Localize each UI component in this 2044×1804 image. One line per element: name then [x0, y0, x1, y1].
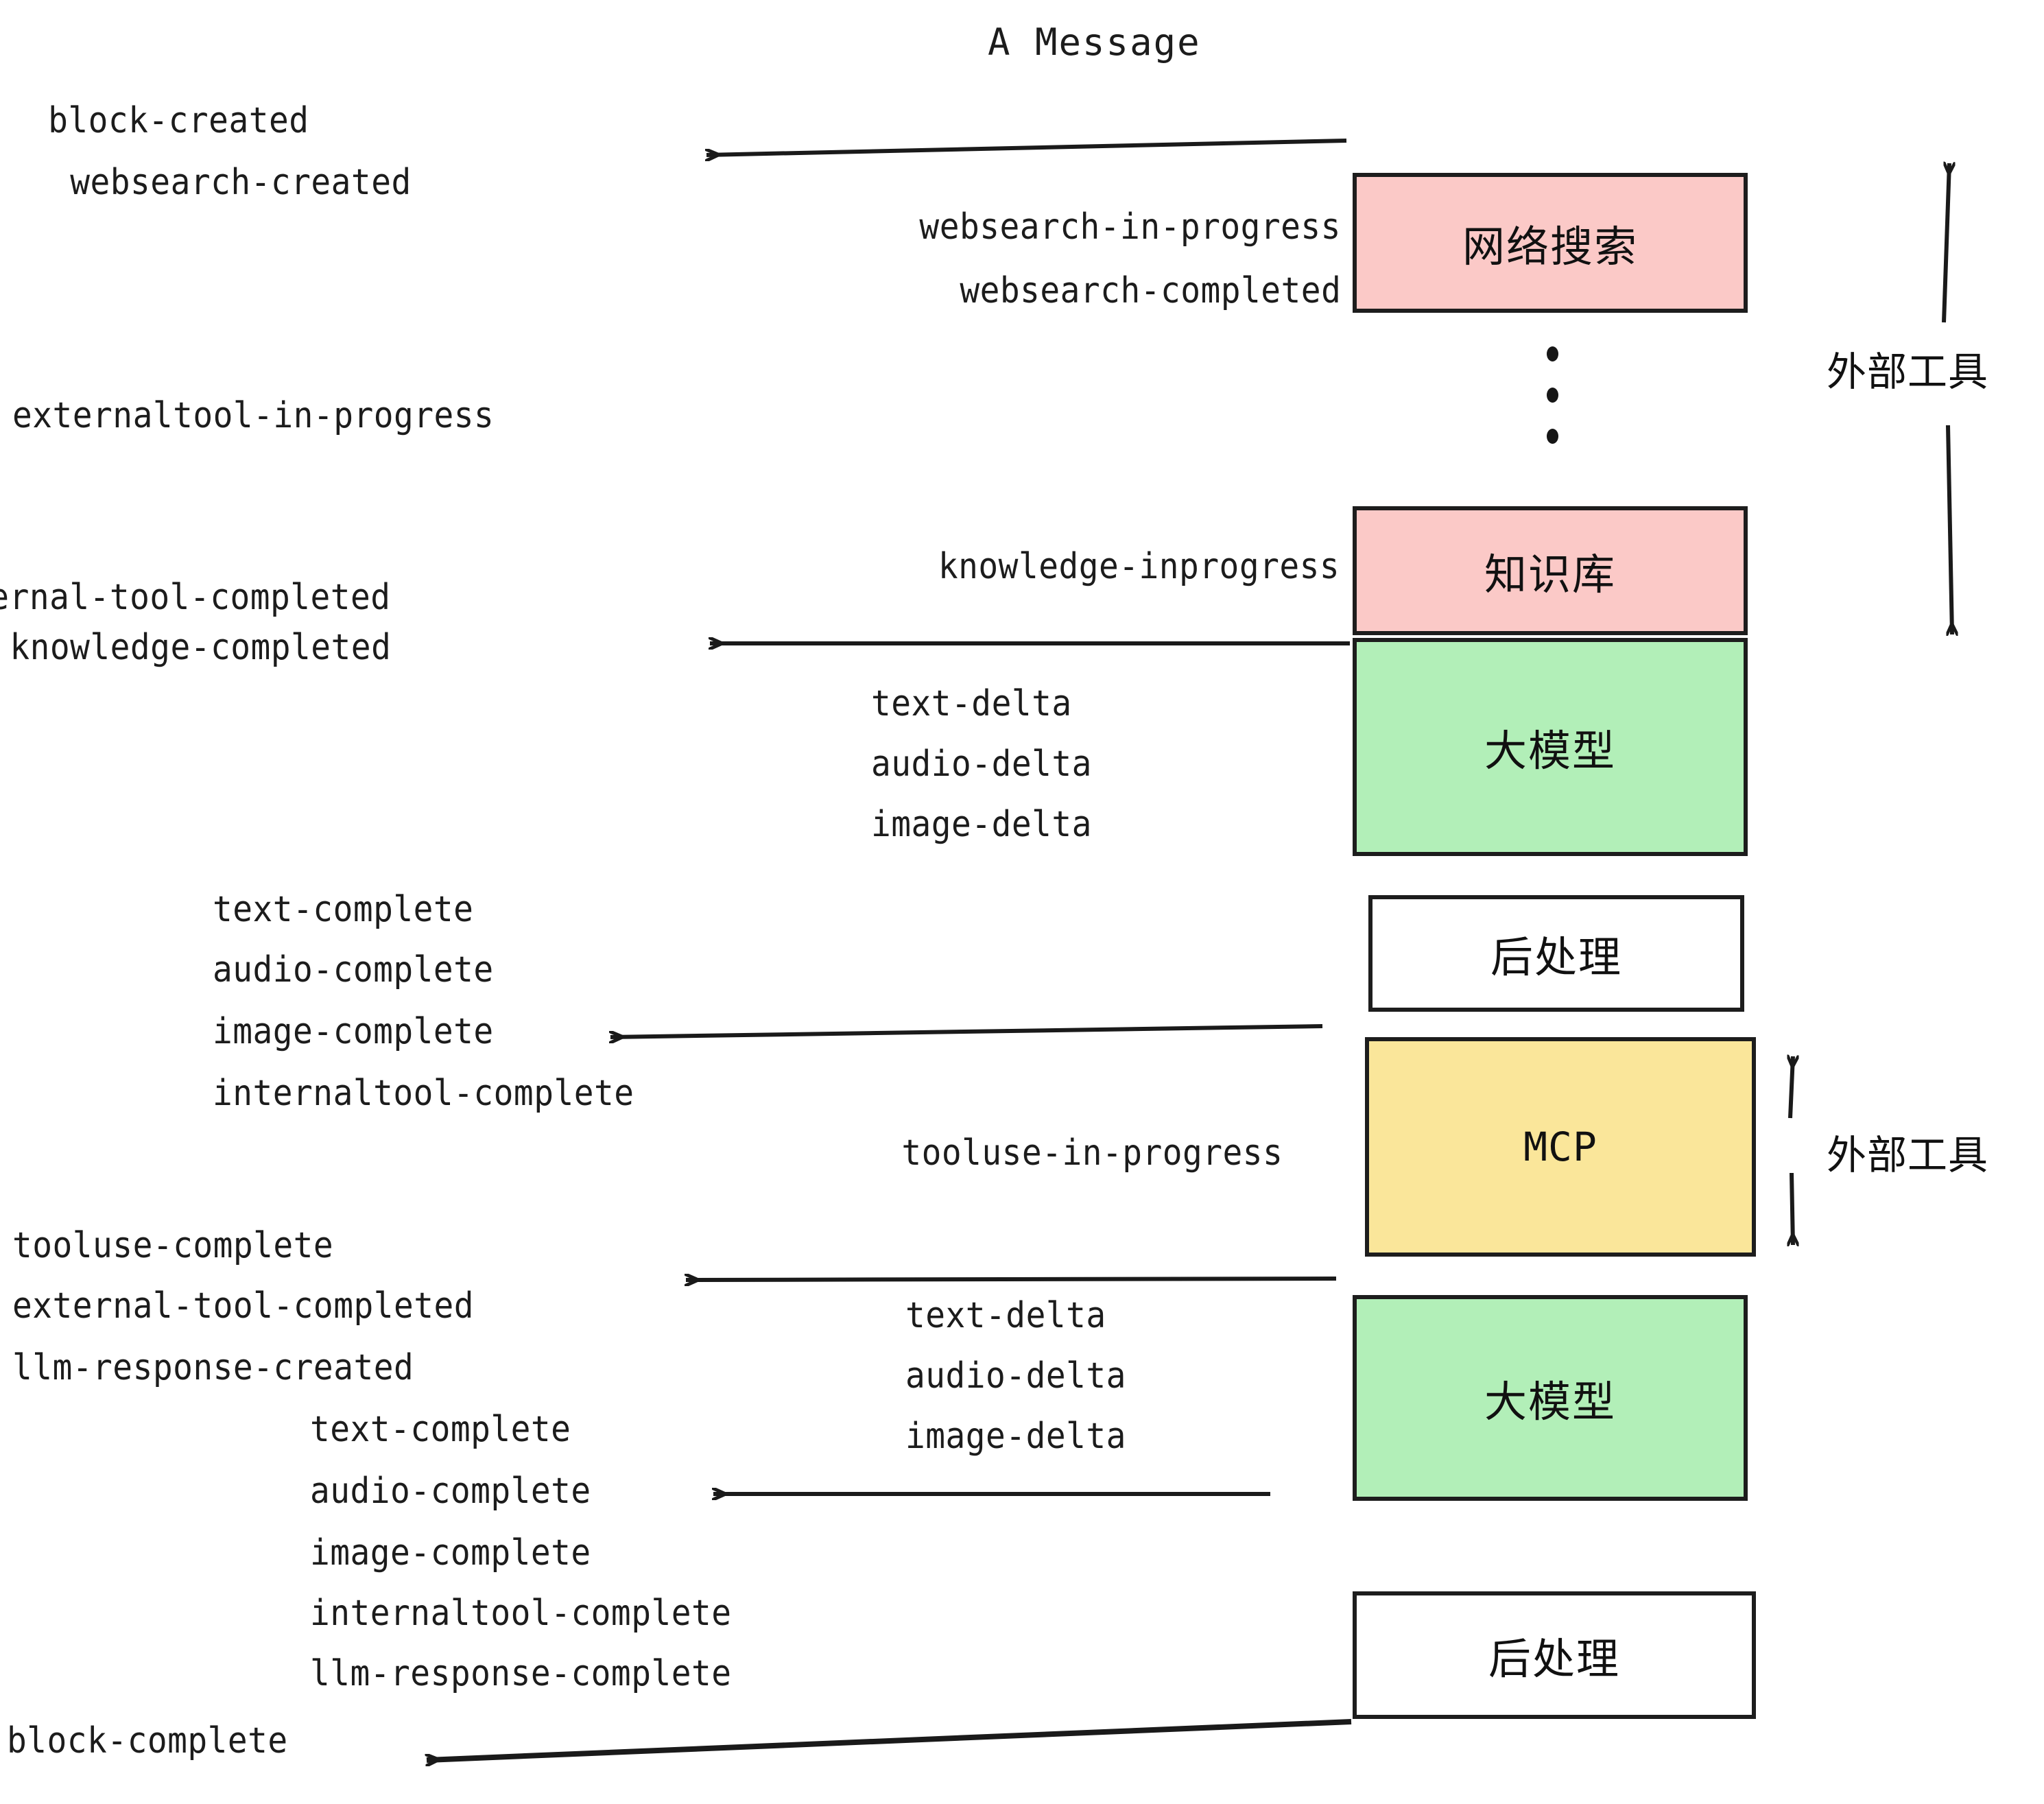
- event-websearch-completed: websearch-completed: [960, 270, 1341, 311]
- node-mcp-label: MCP: [1523, 1124, 1597, 1170]
- node-websearch[interactable]: 网络搜索: [1353, 173, 1748, 313]
- event-llm-response-complete: llm-response-complete: [310, 1653, 732, 1694]
- event-websearch-in-progress: websearch-in-progress: [919, 206, 1341, 248]
- arrow-external-tools-up-top: [1942, 163, 1949, 323]
- event-block-complete: block-complete: [7, 1720, 288, 1761]
- event-text-delta-2: text-delta: [905, 1295, 1106, 1336]
- page-title: A Message: [988, 21, 1201, 64]
- node-llm-2-label: 大模型: [1484, 1377, 1616, 1427]
- event-audio-complete-1: audio-complete: [213, 949, 494, 990]
- arrow-external-tools-up-bottom: [1790, 1056, 1793, 1119]
- event-internaltool-complete-1: internaltool-complete: [213, 1073, 634, 1114]
- arrow-external-tools-down-top: [1946, 425, 1952, 634]
- event-audio-complete-2: audio-complete: [310, 1471, 591, 1512]
- ellipsis-dot: [1547, 429, 1558, 444]
- event-knowledge-completed: knowledge-completed: [10, 627, 391, 668]
- node-postprocess-1[interactable]: 后处理: [1368, 895, 1744, 1012]
- event-image-delta-1: image-delta: [871, 804, 1092, 845]
- node-llm-1[interactable]: 大模型: [1353, 638, 1748, 856]
- node-llm-2[interactable]: 大模型: [1353, 1295, 1748, 1501]
- event-websearch-created: websearch-created: [70, 162, 412, 203]
- event-audio-delta-1: audio-delta: [871, 744, 1092, 785]
- arrow-external-tools-down-bottom: [1792, 1172, 1793, 1245]
- arrow-postprocess2-to-block-complete: [427, 1719, 1352, 1760]
- event-text-complete-2: text-complete: [310, 1409, 571, 1450]
- event-tooluse-complete: tooluse-complete: [12, 1225, 334, 1266]
- event-text-complete-1: text-complete: [213, 889, 474, 930]
- arrow-websearch-to-block-created: [706, 139, 1347, 155]
- ellipsis-dot: [1547, 388, 1558, 403]
- event-knowledge-inprogress: knowledge-inprogress: [938, 546, 1340, 587]
- event-audio-delta-2: audio-delta: [905, 1355, 1126, 1397]
- event-block-created: block-created: [47, 100, 309, 141]
- event-image-complete-2: image-complete: [310, 1532, 591, 1574]
- vertical-ellipsis: [1547, 346, 1558, 444]
- event-external-tool-completed-2: external-tool-completed: [12, 1285, 475, 1327]
- arrow-mcp-to-image-complete: [610, 1024, 1323, 1037]
- event-text-delta-1: text-delta: [871, 683, 1072, 724]
- event-internaltool-complete-2: internaltool-complete: [310, 1593, 732, 1634]
- ellipsis-dot: [1547, 346, 1558, 361]
- node-knowledge[interactable]: 知识库: [1353, 506, 1748, 635]
- event-image-complete-1: image-complete: [213, 1011, 494, 1052]
- node-postprocess-1-label: 后处理: [1490, 932, 1622, 982]
- side-label-external-tools-top: 外部工具: [1827, 348, 1989, 395]
- event-image-delta-2: image-delta: [905, 1416, 1126, 1457]
- node-postprocess-2[interactable]: 后处理: [1353, 1591, 1756, 1719]
- event-external-tool-completed-1: external-tool-completed: [0, 577, 391, 618]
- node-postprocess-2-label: 后处理: [1488, 1634, 1620, 1684]
- node-llm-1-label: 大模型: [1484, 726, 1616, 776]
- event-llm-response-created: llm-response-created: [12, 1347, 414, 1388]
- event-externaltool-in-progress: externaltool-in-progress: [12, 395, 495, 436]
- arrow-to-tooluse-complete: [686, 1279, 1337, 1280]
- side-label-external-tools-bottom: 外部工具: [1827, 1132, 1989, 1178]
- node-mcp[interactable]: MCP: [1365, 1037, 1756, 1257]
- event-tooluse-in-progress: tooluse-in-progress: [901, 1132, 1283, 1174]
- node-websearch-label: 网络搜索: [1462, 222, 1638, 272]
- node-knowledge-label: 知识库: [1484, 549, 1616, 600]
